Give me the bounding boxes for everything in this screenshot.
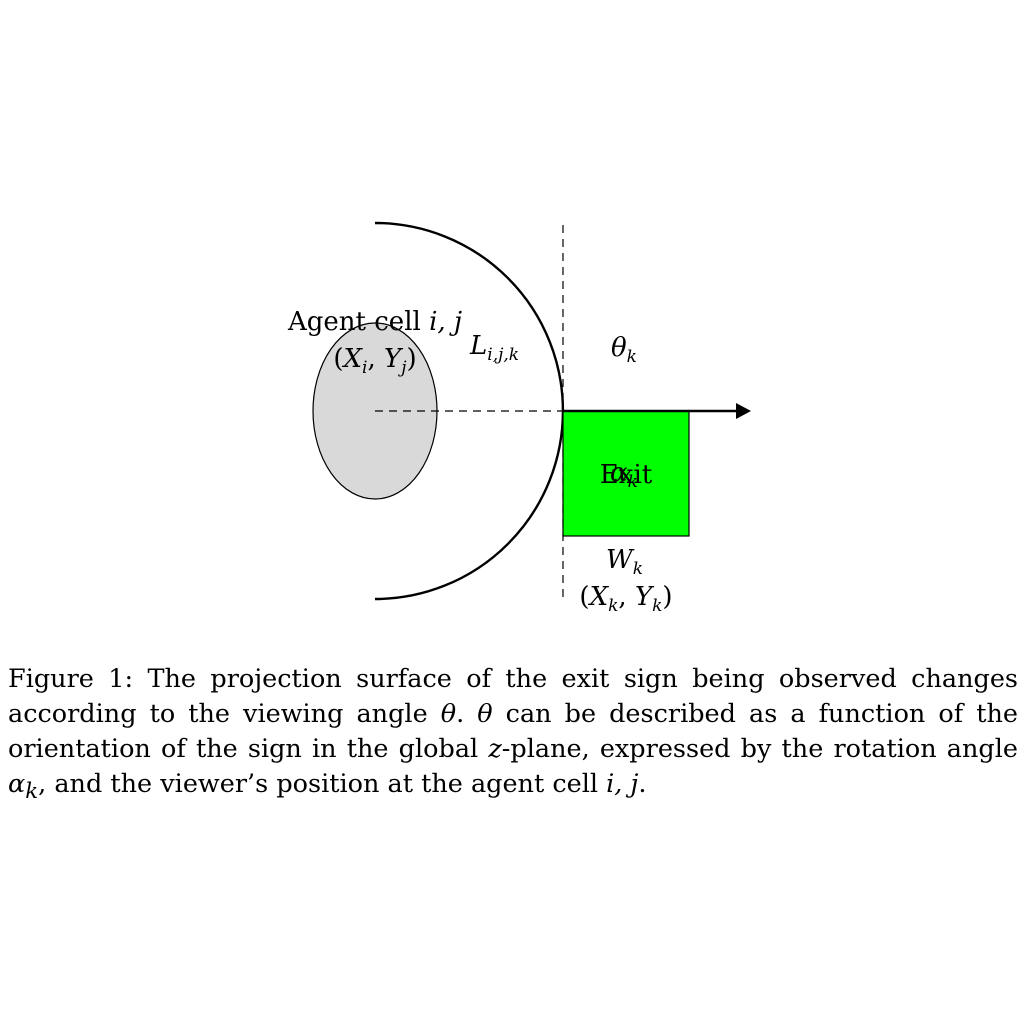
exit-position-label: (Xk, Yk) [579, 582, 672, 616]
exit-width-label: Wk [606, 545, 643, 579]
exit-sign-box [562, 410, 690, 537]
exit-sign-diagram: Agent cell i, j (Xi, Yj) Li,j,k θk Exit … [287, 221, 751, 616]
orientation-arrow-head [736, 403, 751, 419]
distance-label: Li,j,k [469, 331, 519, 365]
figure-caption: Figure 1: The projection surface of the … [8, 664, 1019, 805]
exit-sign-text: Exit [600, 460, 653, 490]
viewing-angle-label: θk [611, 333, 637, 367]
agent-cell-label: Agent cell i, j [287, 307, 462, 337]
rotation-angle-label: αk [610, 458, 638, 492]
